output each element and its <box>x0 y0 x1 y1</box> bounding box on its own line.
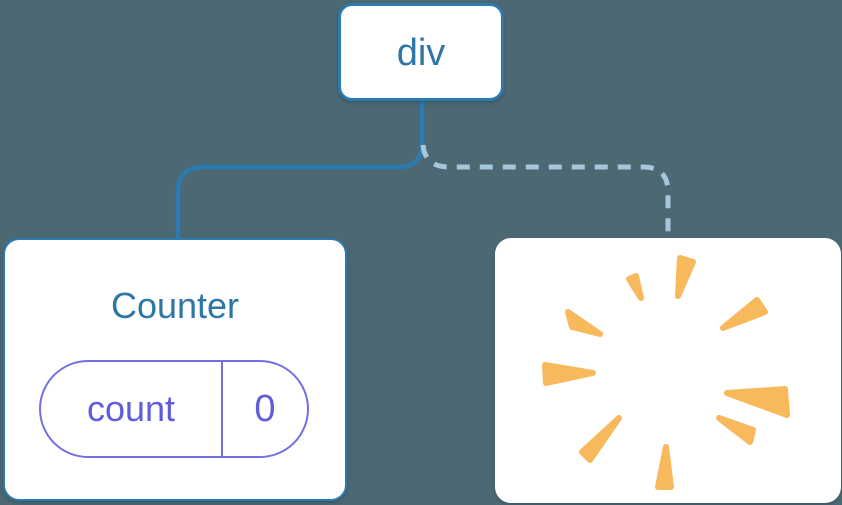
root-node-div: div <box>338 3 504 101</box>
edge-solid-to-counter <box>175 101 425 239</box>
root-node-label: div <box>396 32 446 74</box>
edge-dashed-to-removed <box>420 144 671 239</box>
poof-ray <box>542 362 596 386</box>
removed-component-node <box>495 238 841 503</box>
poof-ray <box>720 297 768 331</box>
poof-ray <box>579 415 622 463</box>
counter-title: Counter <box>110 285 240 326</box>
poof-ray <box>716 415 756 445</box>
poof-ray <box>675 255 696 299</box>
poof-ray <box>626 273 644 301</box>
counter-component-node: Counter count 0 <box>3 238 347 501</box>
poof-ray <box>655 444 674 490</box>
poof-explosion-icon <box>542 255 790 490</box>
state-pill: count 0 <box>39 360 309 458</box>
poof-ray <box>565 309 603 337</box>
poof-ray <box>724 386 790 418</box>
state-key: count <box>86 388 176 429</box>
state-value: 0 <box>221 362 307 456</box>
